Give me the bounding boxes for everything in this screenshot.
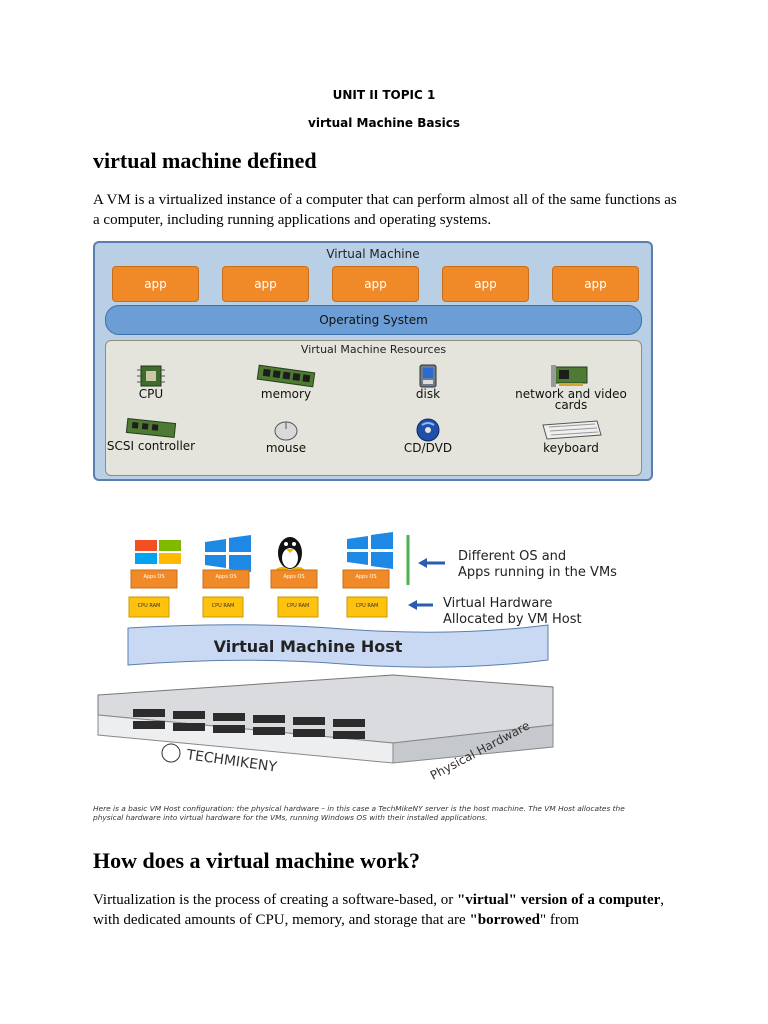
windows-logo-icon (135, 540, 181, 564)
resource-label: memory (260, 387, 312, 401)
os-annotation: Different OS and Apps running in the VMs (458, 549, 617, 580)
section-heading-how-vm-works: How does a virtual machine work? (93, 848, 420, 873)
paragraph-text: " from (539, 912, 580, 928)
virtualization-paragraph: Virtualization is the process of creatin… (93, 890, 683, 930)
linux-tux-icon (276, 537, 304, 573)
memory-icon (256, 364, 316, 388)
vm-host-illustration: Apps OS Apps OS Apps OS Apps OS CPU RAM … (97, 532, 617, 783)
annotation-text: Apps running in the VMs (458, 565, 617, 580)
vm-host-figure: Apps OS Apps OS Apps OS Apps OS CPU RAM … (93, 525, 653, 835)
resource-disk: disk (368, 363, 488, 400)
paragraph-text: Virtualization is the process of creatin… (93, 892, 457, 908)
cpu-ram-label: CPU RAM (212, 603, 235, 609)
app-box: app (112, 266, 199, 302)
resource-label: disk (415, 387, 441, 401)
resource-label: network and video cards (515, 387, 627, 412)
vm-resources-panel: Virtual Machine Resources CPU memory (105, 340, 642, 476)
resource-scsi: SCSI controller (91, 417, 211, 452)
hw-annotation: Virtual Hardware Allocated by VM Host (443, 596, 582, 627)
scsi-controller-icon (125, 417, 177, 439)
arrow-left-icon (418, 558, 445, 568)
resource-label: keyboard (543, 441, 599, 455)
host-banner-label: Virtual Machine Host (214, 637, 403, 656)
apps-os-box (270, 569, 318, 589)
apps-os-box (202, 569, 250, 589)
app-box: app (552, 266, 639, 302)
host-banner (127, 624, 549, 668)
disk-icon (419, 364, 437, 388)
paragraph-emphasis: "virtual" version of a computer (456, 892, 661, 908)
resource-memory: memory (226, 363, 346, 400)
virtual-machine-diagram: Virtual Machine app app app app app Oper… (93, 241, 653, 481)
app-box: app (332, 266, 419, 302)
cpu-icon (137, 365, 165, 387)
server-illustration (97, 674, 554, 764)
cpu-ram-box (202, 596, 244, 618)
unit-title: UNIT II TOPIC 1 (332, 88, 436, 102)
app-box: app (442, 266, 529, 302)
windows-logo-icon (205, 535, 251, 572)
apps-os-label: Apps OS (283, 574, 304, 580)
resource-keyboard: keyboard (511, 417, 631, 454)
unit-subtitle: virtual Machine Basics (308, 116, 460, 130)
section-heading-vm-defined: virtual machine defined (93, 148, 317, 173)
apps-os-box (130, 569, 178, 589)
arrow-left-icon (408, 600, 433, 610)
operating-system-bar: Operating System (105, 305, 642, 335)
resource-network-video: network and video cards (511, 363, 631, 411)
cpu-ram-label: CPU RAM (287, 603, 310, 609)
cpu-ram-label: CPU RAM (138, 603, 161, 609)
network-card-icon (551, 365, 588, 387)
figure-caption: Here is a basic VM Host configuration: t… (93, 804, 625, 822)
apps-os-label: Apps OS (215, 574, 236, 580)
keyboard-icon (542, 420, 602, 440)
annotation-text: Allocated by VM Host (443, 612, 582, 627)
resource-cd-dvd: CD/DVD (368, 417, 488, 454)
mouse-icon (274, 421, 298, 441)
app-box: app (222, 266, 309, 302)
apps-os-label: Apps OS (355, 574, 376, 580)
resource-label: CPU (138, 387, 164, 401)
resource-label: SCSI controller (106, 439, 196, 453)
apps-os-label: Apps OS (143, 574, 164, 580)
resource-label: mouse (265, 441, 307, 455)
resource-cpu: CPU (91, 363, 211, 400)
resources-title: Virtual Machine Resources (300, 343, 447, 356)
windows-logo-icon (347, 532, 393, 569)
annotation-text: Virtual Hardware (443, 596, 552, 611)
paragraph-emphasis: "borrowed (469, 912, 540, 928)
cpu-ram-box (346, 596, 388, 618)
resource-mouse: mouse (226, 417, 346, 454)
paragraph-text: , with dedicated amounts of CPU, memory,… (93, 892, 665, 928)
annotation-text: Different OS and (458, 549, 566, 564)
cpu-ram-label: CPU RAM (356, 603, 379, 609)
cpu-ram-box (277, 596, 319, 618)
brand-logo-icon (161, 743, 181, 763)
cpu-ram-box (128, 596, 170, 618)
resource-label: CD/DVD (403, 441, 453, 455)
apps-os-box (342, 569, 390, 589)
brand-name: TECHMIKENY (184, 747, 278, 776)
diagram-title: Virtual Machine (326, 247, 420, 261)
vm-definition-paragraph: A VM is a virtualized instance of a comp… (93, 192, 677, 228)
cd-dvd-icon (416, 418, 440, 442)
